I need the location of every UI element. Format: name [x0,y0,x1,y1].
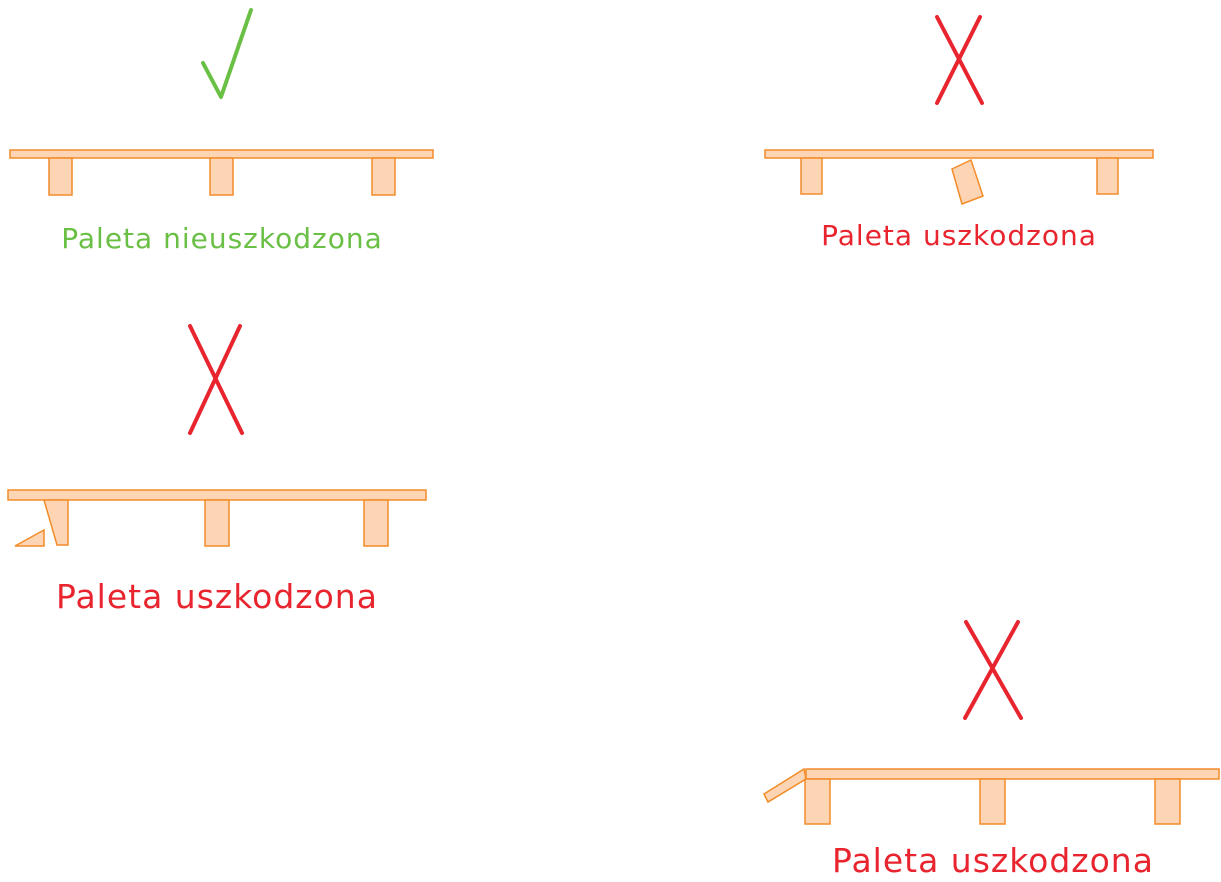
pallet-block-split [43,499,69,546]
pallet-block-right [363,499,389,547]
pallet-block-left [804,778,831,825]
checkmark-icon [201,8,253,99]
deck-board [805,768,1220,780]
broken-block-fragment [14,528,45,547]
caption-intact: Paleta nieuszkodzona [61,222,382,255]
pallet-block-middle [209,157,234,196]
pallet-block-left [800,157,823,195]
x-mark-icon [963,620,1023,720]
pallet-bent-deck-board [763,767,1220,825]
pallet-block-middle [204,499,230,547]
panel-tilted-block: Paleta uszkodzona [764,15,1154,252]
panel-broken-corner-block: Paleta uszkodzona [7,324,427,616]
pallet-block-right [371,157,396,196]
deck-board [764,149,1154,159]
pallet-block-right [1154,778,1181,825]
deck-board [9,149,434,159]
pallet-block-middle [979,778,1006,825]
caption-broken-corner-block: Paleta uszkodzona [56,577,378,616]
pallet-broken-corner-block [7,489,427,547]
deck-board [7,489,427,501]
pallet-tilted-block [764,149,1154,205]
pallet-intact [9,149,434,196]
pallet-block-left [48,157,73,196]
pallet-block-right [1096,157,1119,195]
caption-tilted-block: Paleta uszkodzona [821,219,1097,252]
pallet-block-tilted [951,158,984,205]
panel-intact: Paleta nieuszkodzona [9,8,434,255]
panel-bent-deck-board: Paleta uszkodzona [763,620,1220,880]
caption-bent-deck-board: Paleta uszkodzona [832,841,1154,880]
x-mark-icon [188,324,244,435]
x-mark-icon [935,15,984,105]
bent-board-end [763,767,807,804]
